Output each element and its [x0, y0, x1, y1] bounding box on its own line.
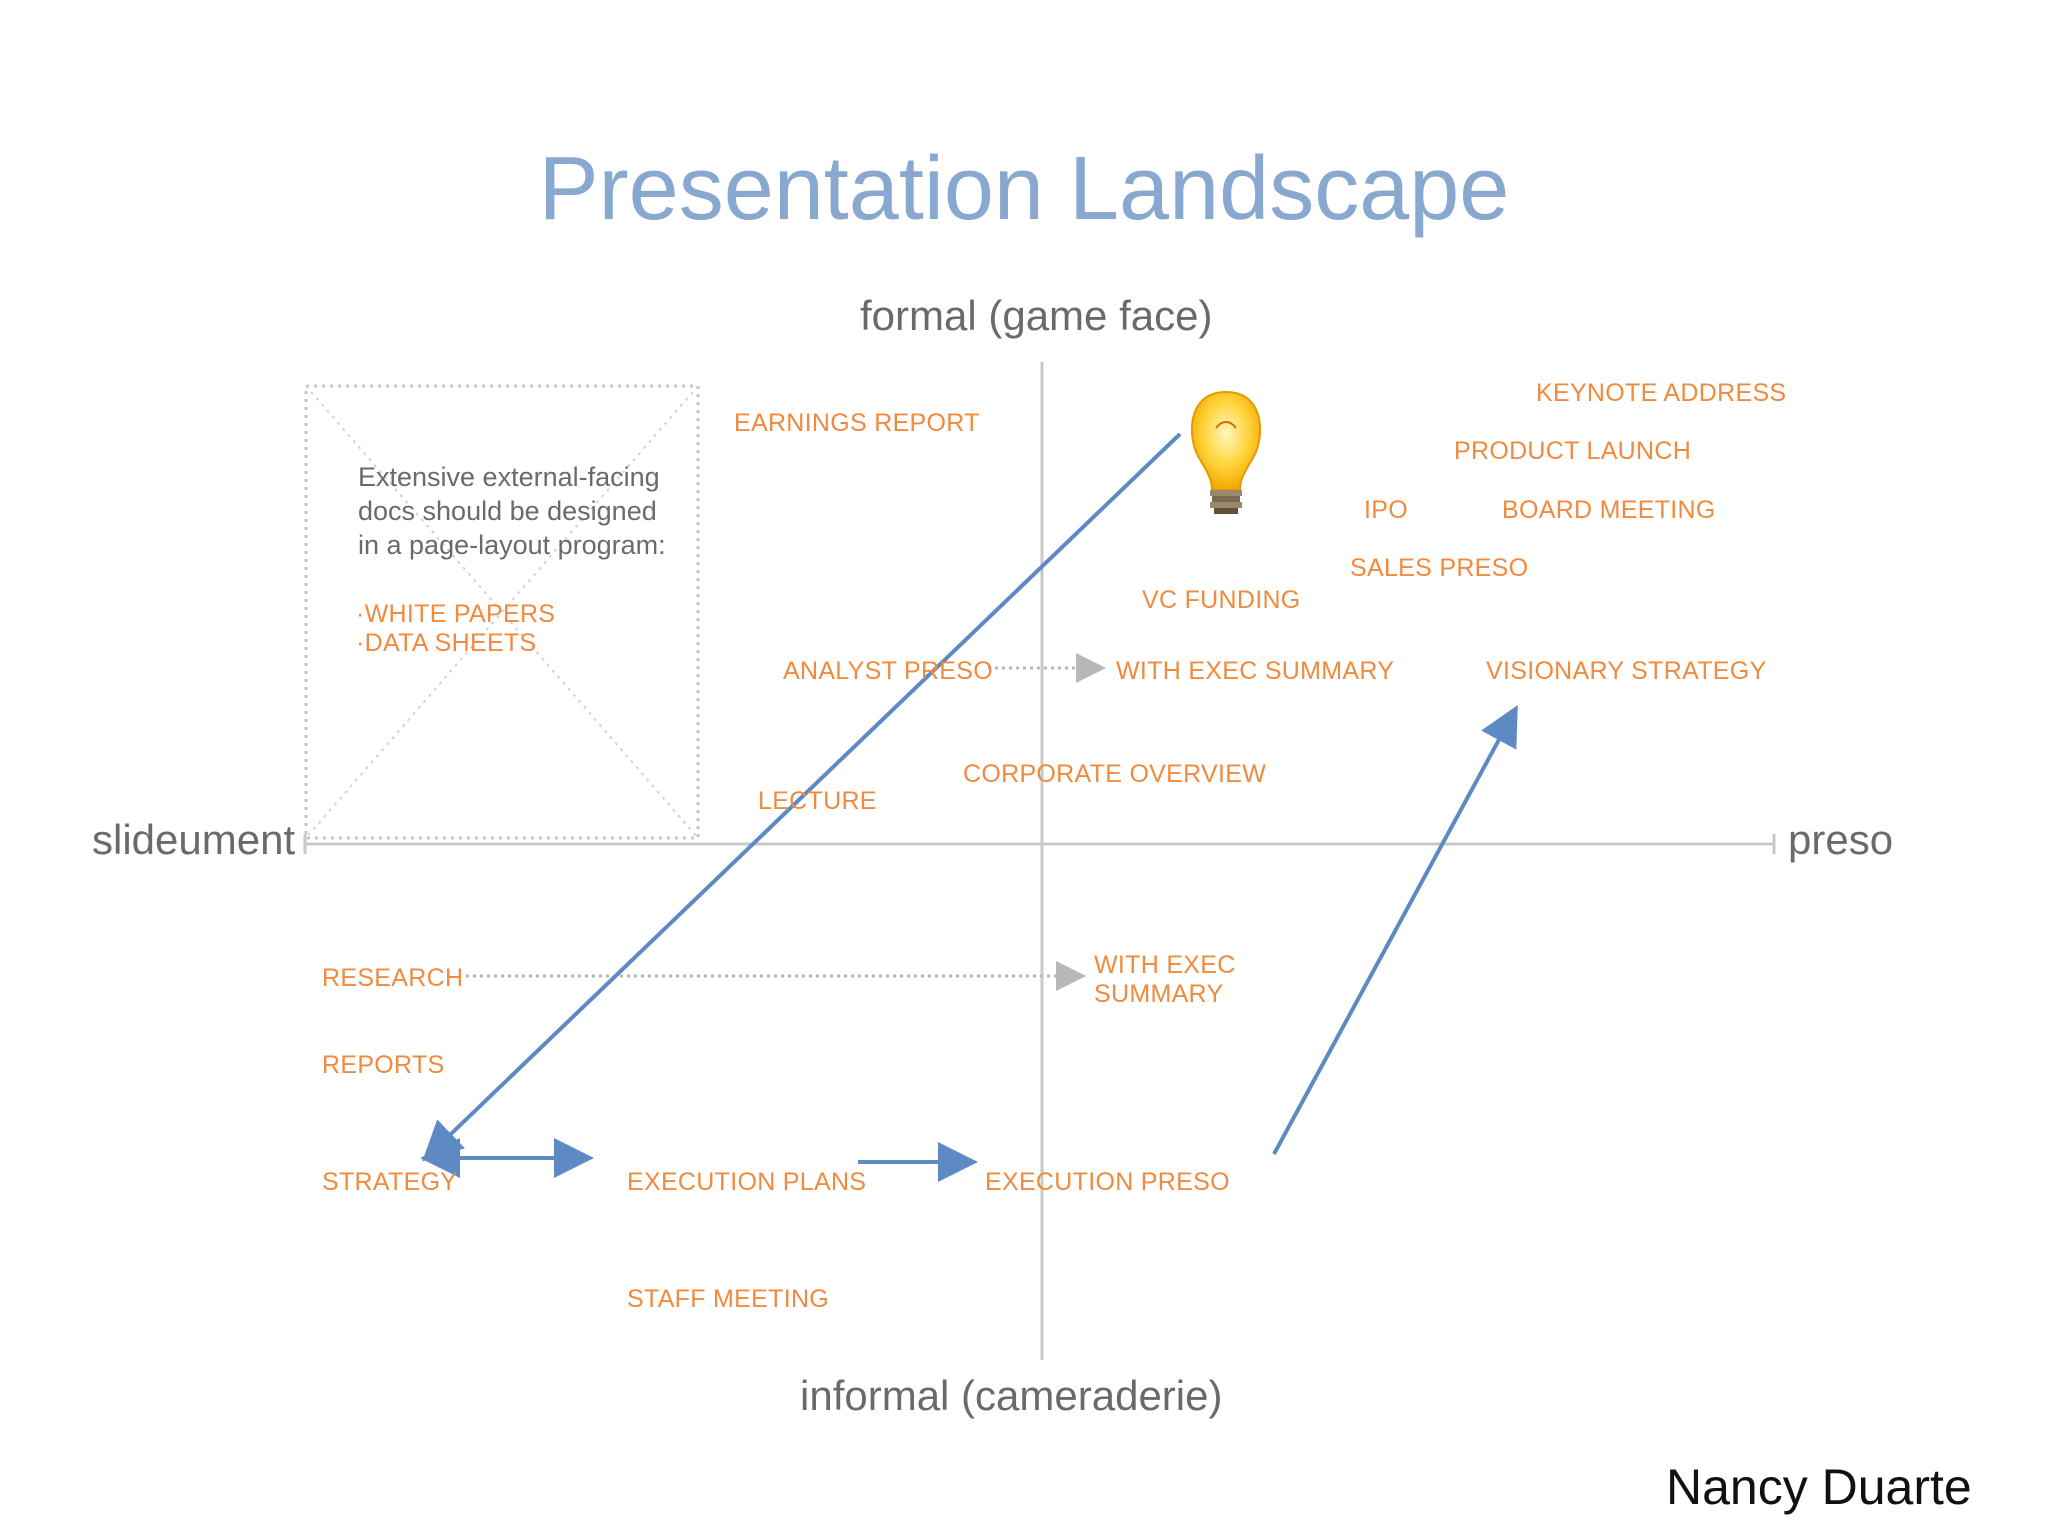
note-line-3: in a page-layout program:: [358, 530, 666, 560]
item-board-meeting: BOARD MEETING: [1502, 496, 1716, 524]
item-vc-funding: VC FUNDING: [1142, 586, 1301, 614]
item-corporate-overview: CORPORATE OVERVIEW: [963, 760, 1267, 788]
item-staff-meeting: STAFF MEETING: [627, 1285, 830, 1313]
item-with-exec-summary-bottom-line1: WITH EXEC: [1094, 951, 1236, 979]
item-lecture: LECTURE: [758, 787, 877, 815]
arrow-execution-preso-to-visionary: [1272, 704, 1518, 1155]
arrow-idea-to-strategy: [422, 432, 1182, 1162]
page-title: Presentation Landscape: [538, 139, 1510, 239]
note-bullet-data-sheets: ·DATA SHEETS: [356, 629, 537, 657]
axis-label-top: formal (game face): [860, 292, 1213, 339]
lightbulb-icon: [1190, 390, 1262, 514]
item-visionary-strategy: VISIONARY STRATEGY: [1486, 657, 1767, 685]
author-credit: Nancy Duarte: [1666, 1459, 1972, 1515]
item-with-exec-summary-top: WITH EXEC SUMMARY: [1116, 657, 1395, 685]
item-with-exec-summary-bottom-line2: SUMMARY: [1094, 980, 1224, 1008]
item-reports: REPORTS: [322, 1051, 445, 1079]
item-execution-preso: EXECUTION PRESO: [985, 1168, 1230, 1196]
note-line-1: Extensive external-facing: [358, 462, 660, 492]
item-product-launch: PRODUCT LAUNCH: [1454, 437, 1692, 465]
item-keynote-address: KEYNOTE ADDRESS: [1536, 379, 1787, 407]
axis-label-left: slideument: [92, 816, 296, 863]
axis-label-bottom: informal (cameraderie): [800, 1372, 1223, 1419]
item-ipo: IPO: [1364, 496, 1408, 524]
page-layout-placeholder-box: [304, 384, 700, 840]
page-layout-note: Extensive external-facing docs should be…: [358, 460, 666, 562]
item-sales-preso: SALES PRESO: [1350, 554, 1529, 582]
axis-label-right: preso: [1788, 816, 1894, 863]
item-earnings-report: EARNINGS REPORT: [734, 409, 980, 437]
note-line-2: docs should be designed: [358, 496, 657, 526]
item-execution-plans: EXECUTION PLANS: [627, 1168, 867, 1196]
item-analyst-preso: ANALYST PRESO: [783, 657, 993, 685]
item-research: RESEARCH: [322, 964, 464, 992]
item-strategy: STRATEGY: [322, 1168, 458, 1196]
note-bullet-white-papers: ·WHITE PAPERS: [356, 600, 556, 628]
